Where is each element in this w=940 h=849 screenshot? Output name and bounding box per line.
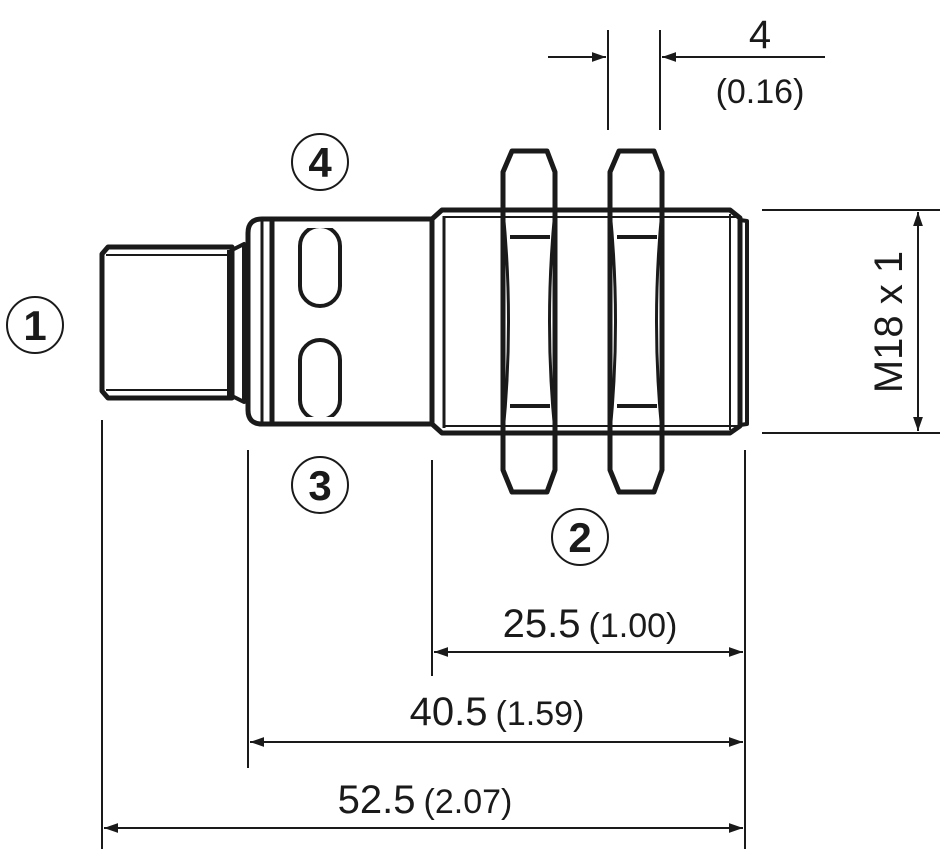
nut-width-value: 4: [749, 13, 771, 57]
led-window-bottom: [298, 338, 342, 422]
svg-text:3: 3: [308, 462, 331, 509]
rear-housing: [245, 216, 435, 427]
connector-plug: [99, 242, 246, 404]
svg-text:2: 2: [568, 514, 591, 561]
dimension-lines-bottom: 25.5(1.00) 40.5(1.59) 52.5(2.07): [101, 420, 746, 849]
led-window-top: [298, 224, 342, 308]
callout-1: 1: [6, 296, 64, 354]
threaded-barrel: [429, 207, 749, 436]
mounting-nut-2: [607, 148, 665, 495]
total-length-dimension: 52.5(2.07): [338, 778, 513, 822]
svg-text:1: 1: [23, 302, 46, 349]
svg-text:4: 4: [308, 139, 332, 186]
nut-width-inch: (0.16): [716, 73, 805, 111]
dimension-nut-width: 4 (0.16): [548, 13, 825, 130]
dimension-thread: M18 x 1: [762, 209, 940, 434]
mounting-nut-1: [500, 148, 558, 495]
thread-label: M18 x 1: [867, 251, 911, 393]
front-length-dimension: 25.5(1.00): [503, 602, 678, 646]
callout-3: 3: [291, 456, 349, 514]
callout-2: 2: [551, 508, 609, 566]
body-length-dimension: 40.5(1.59): [410, 690, 585, 734]
callout-4: 4: [291, 133, 349, 191]
